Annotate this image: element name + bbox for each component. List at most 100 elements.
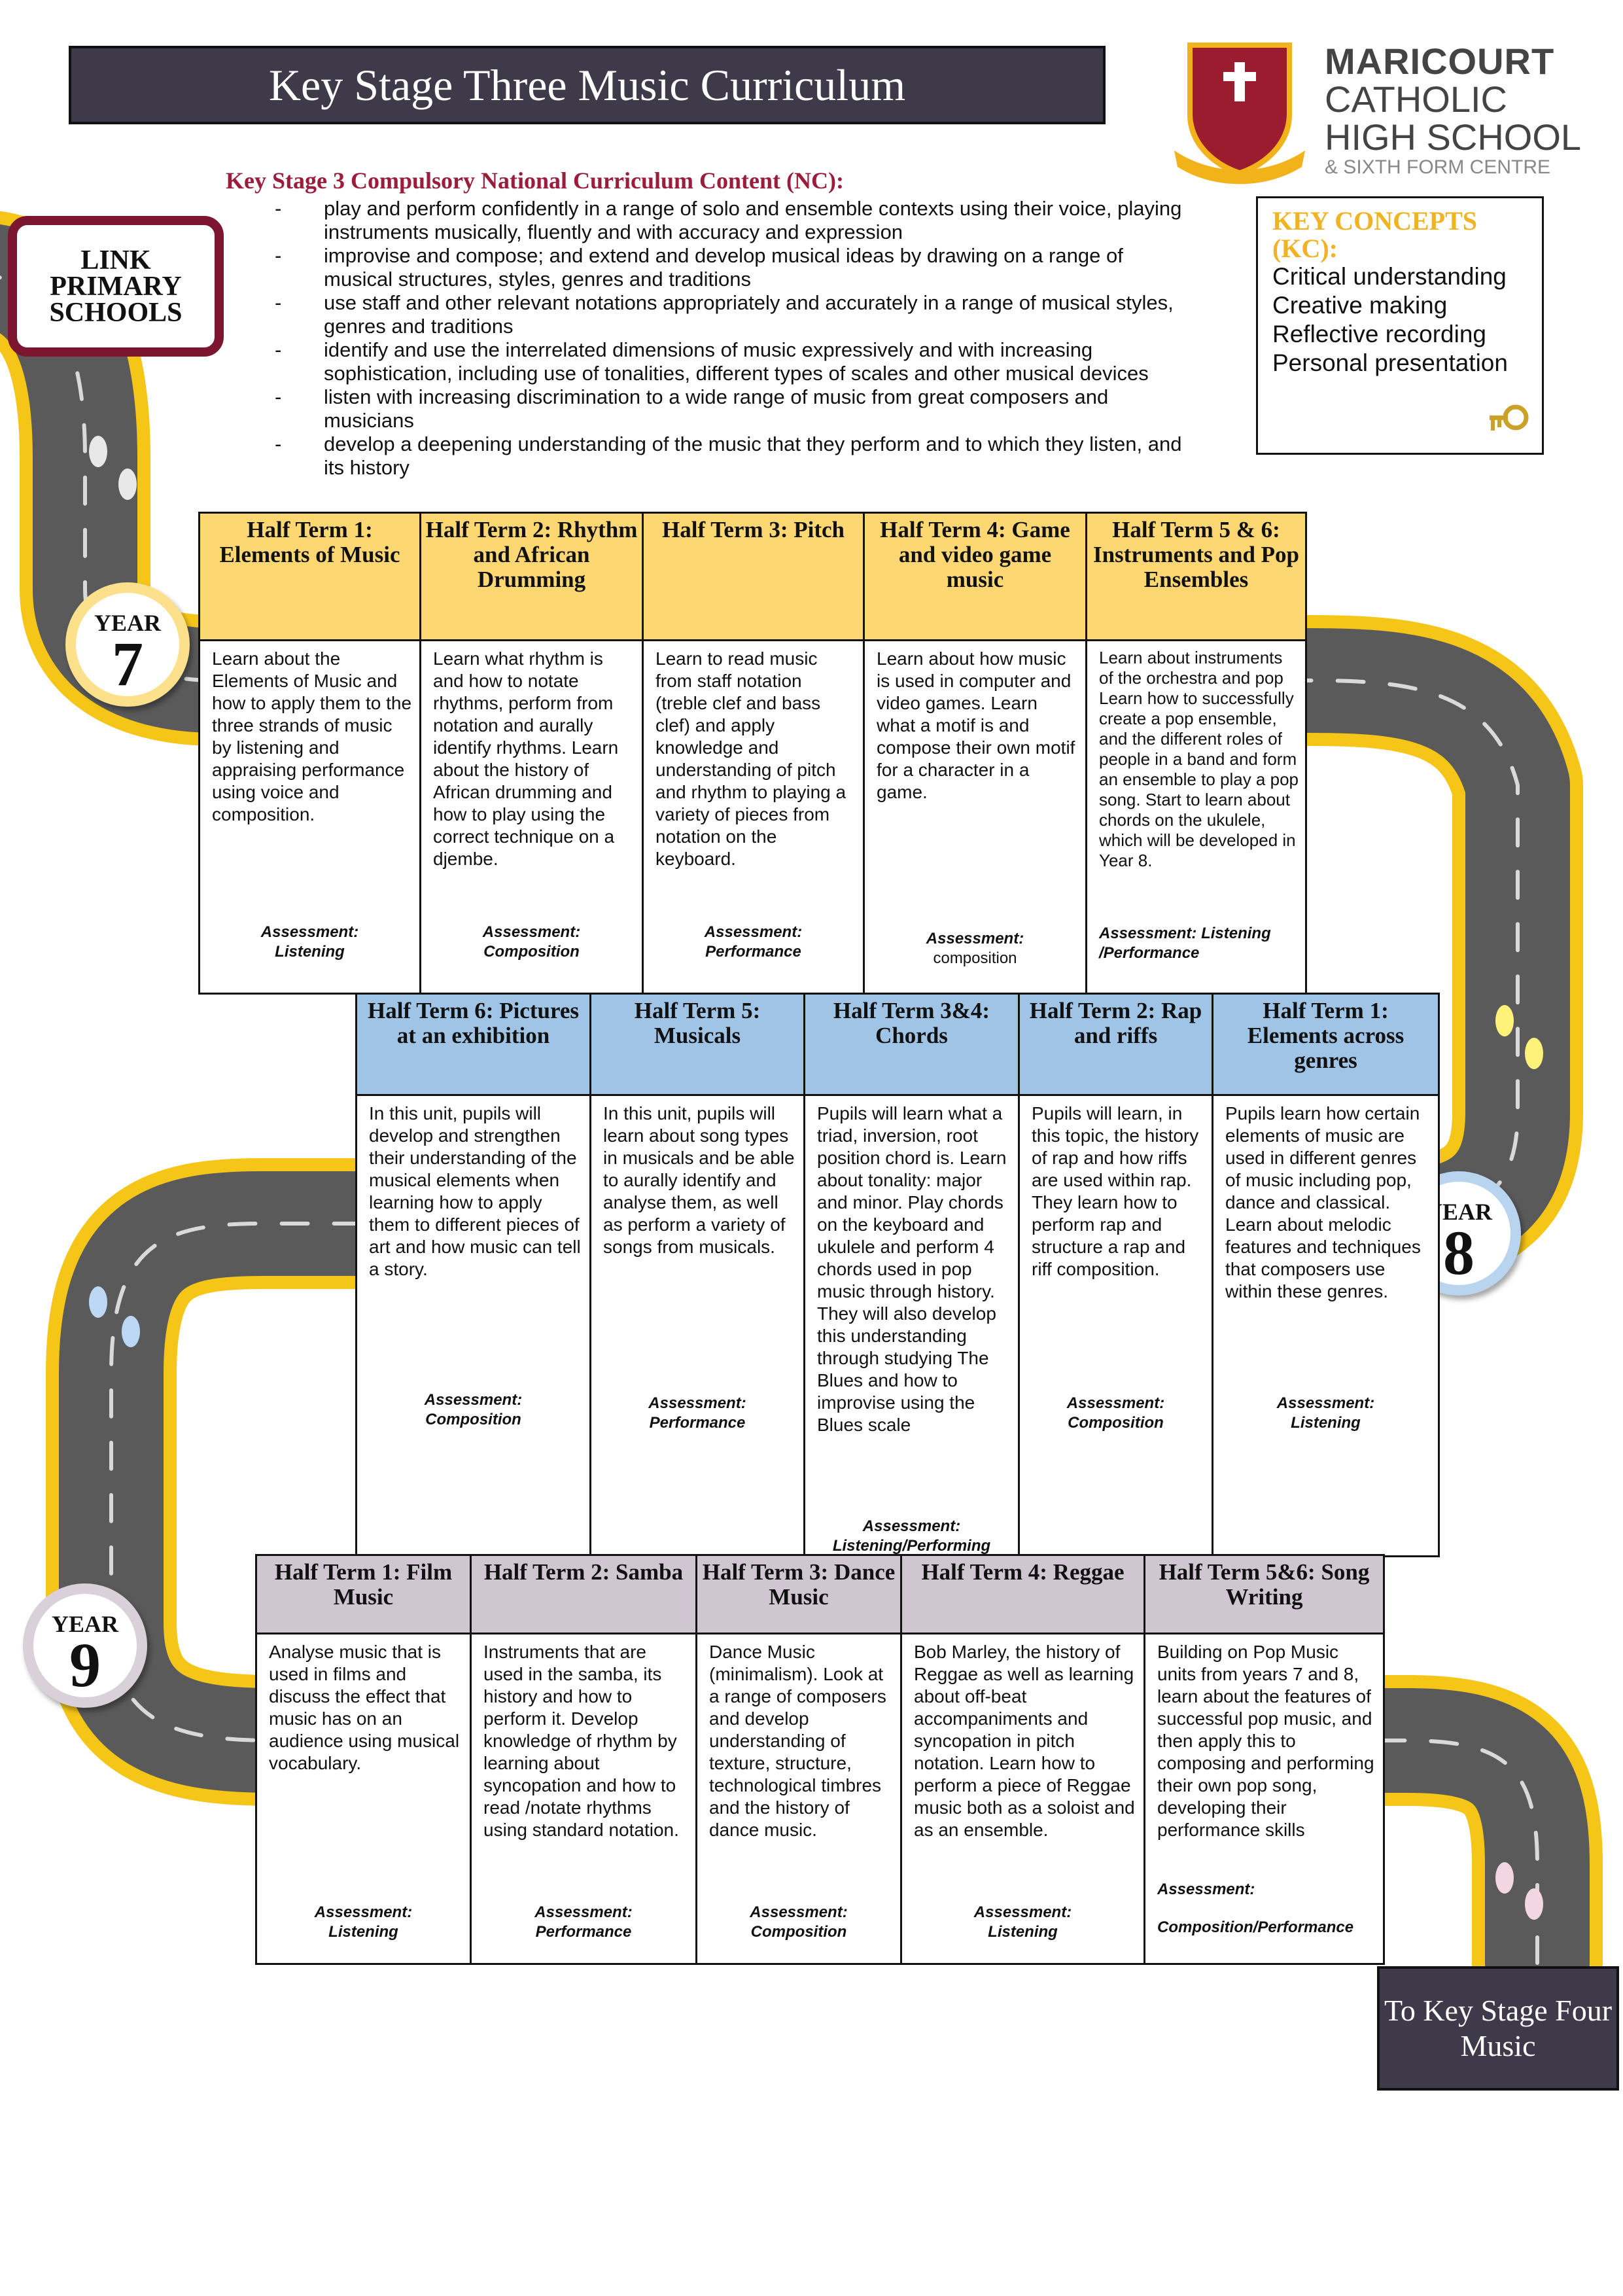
school-logo: MARICOURT CATHOLIC HIGH SCHOOL & SIXTH F… [1161,36,1593,186]
assessment-label: Assessment: [648,1394,746,1412]
y9-ht3-cell: Dance Music (minimalism). Look at a rang… [695,1633,902,1965]
unit-description: In this unit, pupils will learn about so… [603,1103,795,1257]
year-7-badge: YEAR 7 [65,582,190,707]
assessment: Assessment:Composition [1020,1394,1212,1433]
nc-item: improvise and compose; and extend and de… [275,244,1194,291]
assessment-value: Performance [649,1414,746,1432]
assessment-value: Listening/Performing [832,1537,991,1555]
y8-ht1-header: Half Term 1: Elements across genres [1212,993,1440,1096]
footprints-icon [89,436,1543,1920]
table-row: Analyse music that is used in films and … [255,1633,1385,1965]
y9-ht1-cell: Analyse music that is used in films and … [255,1633,472,1965]
assessment: Assessment: Performance [591,1394,803,1433]
assessment-label: Assessment: Listening [1099,925,1271,942]
national-curriculum-section: Key Stage 3 Compulsory National Curricul… [226,167,1194,480]
y8-ht34-header: Half Term 3&4: Chords [803,993,1020,1096]
to-key-stage-four-button[interactable]: To Key Stage Four Music [1377,1966,1619,2091]
year-number: 7 [112,629,143,699]
table-row: Half Term 1: Elements of Music Half Term… [198,512,1307,641]
logo-line-2: CATHOLIC [1325,79,1507,120]
y9-ht3-header: Half Term 3: Dance Music [695,1554,902,1634]
assessment: Assessment:Composition [697,1903,900,1942]
y8-ht2-header: Half Term 2: Rap and riffs [1018,993,1213,1096]
unit-description: Learn about instruments of the orchestra… [1099,648,1299,870]
kc-item: Critical understanding [1272,263,1507,290]
y8-ht6-cell: In this unit, pupils will develop and st… [355,1094,591,1557]
year-8-table: Half Term 6: Pictures at an exhibition H… [355,993,1440,1557]
logo-line-4: & SIXTH FORM CENTRE [1325,156,1551,178]
assessment-label: Assessment: [926,930,1024,947]
y8-ht5-header: Half Term 5: Musicals [589,993,805,1096]
table-row: In this unit, pupils will develop and st… [355,1094,1440,1557]
assessment-label: Assessment: [1157,1881,1255,1898]
assessment: Assessment: Listening [257,1903,470,1942]
assessment-value: Composition [750,1923,847,1941]
assessment: Assessment:composition [865,929,1085,968]
y7-ht1-cell: Learn about the Elements of Music and ho… [198,639,421,995]
school-crest-icon [1174,43,1305,185]
unit-description: Dance Music (minimalism). Look at a rang… [709,1642,886,1840]
assessment-value: Composition/Performance [1157,1918,1354,1936]
assessment-value: Composition [1068,1414,1164,1432]
link-primary-schools-label: LINK PRIMARY SCHOOLS [49,245,183,328]
unit-description: Learn what rhythm is and how to notate r… [433,648,619,869]
kc-heading: KEY CONCEPTS (KC): [1272,206,1478,263]
nc-list: play and perform confidently in a range … [226,197,1194,480]
assessment: Assessment:Listening [200,923,419,962]
kc-item: Creative making [1272,292,1448,319]
assessment-value: Listening [988,1923,1058,1941]
unit-description: Learn about the Elements of Music and ho… [212,648,412,824]
y7-ht4-header: Half Term 4: Game and video game music [863,512,1087,641]
table-row: Learn about the Elements of Music and ho… [198,639,1307,995]
unit-description: Analyse music that is used in films and … [269,1642,460,1773]
nc-item: listen with increasing discrimination to… [275,385,1194,433]
nc-heading: Key Stage 3 Compulsory National Curricul… [226,168,844,194]
unit-description: Bob Marley, the history of Reggae as wel… [914,1642,1135,1840]
unit-description: Pupils will learn, in this topic, the hi… [1032,1103,1199,1279]
assessment-label: Assessment: [704,923,803,941]
year-9-badge: YEAR 9 [23,1583,147,1708]
y9-ht1-header: Half Term 1: Film Music [255,1554,472,1634]
y7-ht56-header: Half Term 5 & 6: Instruments and Pop Ens… [1085,512,1307,641]
nc-item: identify and use the interrelated dimens… [275,338,1194,385]
nc-item: use staff and other relevant notations a… [275,291,1194,338]
link-primary-schools-button[interactable]: LINK PRIMARY SCHOOLS [8,216,224,357]
year-7-table: Half Term 1: Elements of Music Half Term… [198,512,1307,995]
assessment-label: Assessment: [482,923,581,941]
unit-description: Building on Pop Music units from years 7… [1157,1642,1374,1840]
logo-line-1: MARICOURT [1325,41,1555,82]
y8-ht2-cell: Pupils will learn, in this topic, the hi… [1018,1094,1213,1557]
year-9-table: Half Term 1: Film Music Half Term 2: Sam… [255,1554,1385,1965]
assessment: Assessment: Listening [1213,1394,1438,1433]
y7-ht56-cell: Learn about instruments of the orchestra… [1085,639,1307,995]
assessment-value: Listening [275,943,345,961]
table-row: Half Term 6: Pictures at an exhibition H… [355,993,1440,1096]
logo-line-3: HIGH SCHOOL [1325,116,1582,158]
table-row: Half Term 1: Film Music Half Term 2: Sam… [255,1554,1385,1634]
unit-description: Learn to read music from staff notation … [655,648,846,869]
assessment: Assessment:Composition [421,923,642,962]
assessment: Assessment: Listening/Performance [1099,924,1305,963]
assessment: Assessment: Composition/Performance [1157,1880,1383,1937]
y7-ht2-header: Half Term 2: Rhythm and African Drumming [419,512,644,641]
assessment: Assessment: Listening/Performing [805,1517,1018,1556]
assessment-value: Composition [425,1411,521,1428]
assessment-value: Listening [328,1923,398,1941]
page-title-bar: Key Stage Three Music Curriculum [69,46,1106,124]
y7-ht3-cell: Learn to read music from staff notation … [642,639,865,995]
to-key-stage-four-label: To Key Stage Four Music [1384,1994,1613,2062]
y8-ht1-cell: Pupils learn how certain elements of mus… [1212,1094,1440,1557]
y9-ht2-header: Half Term 2: Samba [470,1554,697,1634]
assessment-value: Listening [1291,1414,1361,1432]
assessment-label: Assessment: [862,1517,961,1535]
assessment-label: Assessment: [314,1903,413,1921]
nc-item: develop a deepening understanding of the… [275,433,1194,480]
y9-ht4-header: Half Term 4: Reggae [900,1554,1145,1634]
y7-ht3-header: Half Term 3: Pitch [642,512,865,641]
assessment-label: Assessment: [1276,1394,1375,1412]
assessment: Assessment:Performance [644,923,863,962]
unit-description: Pupils will learn what a triad, inversio… [817,1103,1007,1435]
nc-item: play and perform confidently in a range … [275,197,1194,244]
assessment-label: Assessment: [534,1903,633,1921]
y9-ht56-header: Half Term 5&6: Song Writing [1143,1554,1385,1634]
